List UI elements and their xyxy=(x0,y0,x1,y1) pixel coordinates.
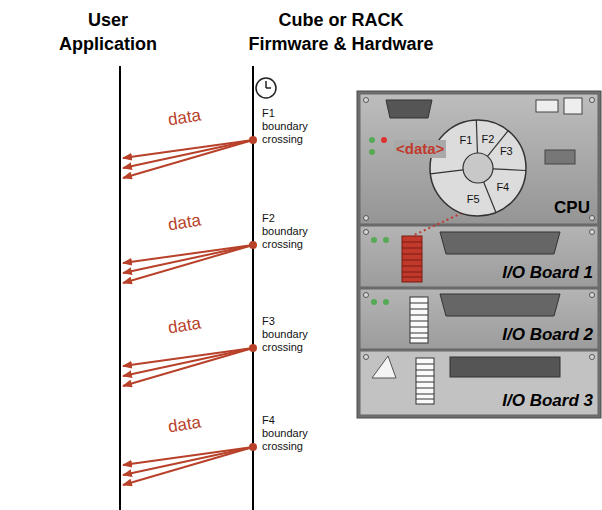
wheel-hub xyxy=(463,153,493,183)
wheel-divider xyxy=(484,182,496,213)
data-arrows xyxy=(123,140,253,485)
boundary-label: F2 boundary crossing xyxy=(262,212,314,251)
rack-chassis xyxy=(357,91,601,418)
flow-label: data xyxy=(167,413,203,438)
boundary-label: F4 boundary crossing xyxy=(262,414,314,453)
board-label: CPU xyxy=(554,198,590,218)
slot-label: F3 xyxy=(500,145,513,157)
column-heading: User Application xyxy=(48,8,168,56)
io-connectors xyxy=(371,232,560,378)
column-heading: Cube or RACK Firmware & Hardware xyxy=(236,8,446,56)
slot-label: F5 xyxy=(467,193,480,205)
data-registers xyxy=(402,236,434,404)
boundary-dots xyxy=(249,136,257,451)
user-timeline xyxy=(119,66,121,510)
io-board-panel: I/O Board 1 xyxy=(360,226,598,287)
boundary-label: F1 boundary crossing xyxy=(262,107,314,146)
data-tag: <data> xyxy=(394,140,446,158)
flow-label: data xyxy=(167,211,203,236)
slot-label: F1 xyxy=(460,134,473,146)
clock-icon xyxy=(256,78,276,98)
io-board-panel: I/O Board 2 xyxy=(360,289,598,349)
slot-label: F2 xyxy=(482,133,495,145)
wheel-rim xyxy=(430,120,526,216)
time-slot-wheel: <data>F1F2F3F4F5 xyxy=(428,118,528,218)
panel-screws xyxy=(364,98,595,360)
board-label: I/O Board 1 xyxy=(502,263,593,283)
data-leader xyxy=(412,213,462,236)
wheel-divider xyxy=(430,170,463,174)
slot-label: F4 xyxy=(496,181,509,193)
flow-label: data xyxy=(167,314,203,339)
boundary-label: F3 boundary crossing xyxy=(262,315,314,354)
wheel-divider xyxy=(476,120,477,153)
cpu-panel: CPU <data> F1 F2F3F4F5 xyxy=(360,94,598,224)
board-label: I/O Board 2 xyxy=(502,325,593,345)
io-board-panel: I/O Board 3 xyxy=(360,351,598,415)
board-label: I/O Board 3 xyxy=(502,391,593,411)
wheel-divider xyxy=(493,169,526,171)
flow-label: data xyxy=(167,106,203,131)
